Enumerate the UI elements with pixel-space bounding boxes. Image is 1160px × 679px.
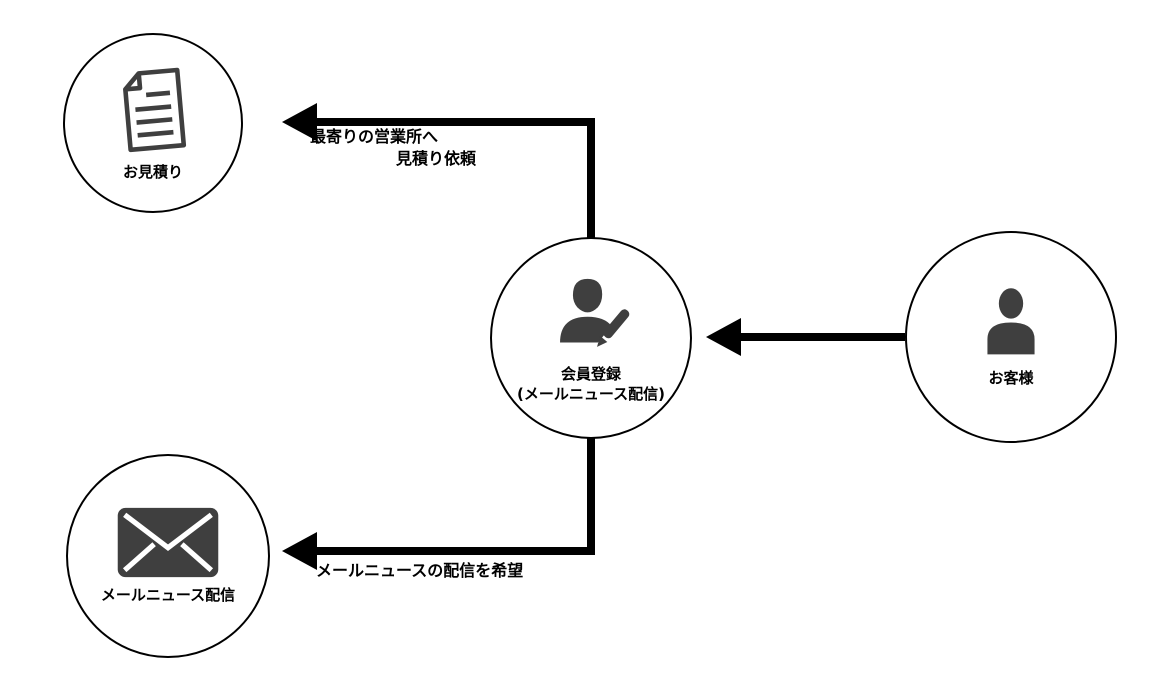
- node-label-estimate: お見積り: [122, 162, 183, 181]
- envelope-icon: [116, 506, 220, 579]
- person-icon: [973, 286, 1049, 362]
- arrow-registration-to-mailnews: [282, 436, 595, 570]
- node-sublabel-registration: (メールニュース配信): [517, 384, 665, 403]
- node-label-customer: お客様: [988, 368, 1034, 387]
- person-pen-icon: [548, 272, 634, 358]
- node-estimate: お見積り: [63, 33, 243, 213]
- node-registration: 会員登録 (メールニュース配信): [490, 237, 692, 439]
- arrow-registration-to-estimate: [282, 103, 595, 240]
- arrow-customer-to-registration: [706, 318, 905, 356]
- node-label-registration: 会員登録: [560, 364, 621, 383]
- node-label-mailnews: メールニュース配信: [100, 586, 236, 604]
- edge-label-estimate-request: 最寄りの営業所へ 見積り依頼: [310, 126, 476, 171]
- edge-label-estimate-line1: 最寄りの営業所へ: [310, 127, 439, 146]
- document-icon: [107, 64, 199, 156]
- edge-label-mailnews-request: メールニュースの配信を希望: [316, 561, 524, 580]
- edge-label-estimate-line2: 見積り依頼: [396, 149, 477, 169]
- node-mailnews: メールニュース配信: [66, 454, 270, 658]
- node-customer: お客様: [905, 231, 1117, 443]
